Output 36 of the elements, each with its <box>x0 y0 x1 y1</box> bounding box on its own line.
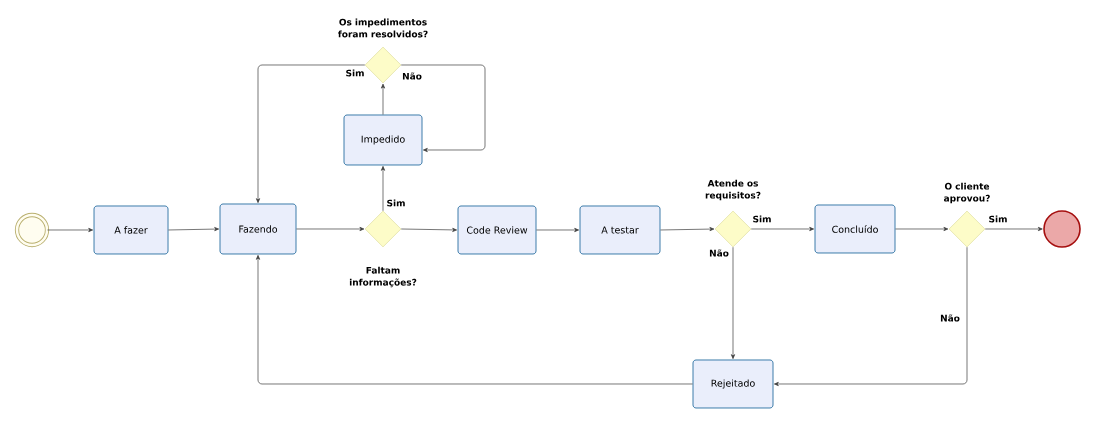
question-label: Os impedimentos foram resolvidos? <box>338 18 428 38</box>
arrow <box>380 166 386 212</box>
arrow <box>47 227 93 233</box>
arrow <box>750 226 814 232</box>
arrow <box>536 227 579 233</box>
edge-label: Sim <box>751 214 773 224</box>
task-box: Concluído <box>814 204 896 254</box>
task-box: A testar <box>579 205 661 255</box>
arrow <box>400 227 457 232</box>
task-box: Fazendo <box>219 203 297 255</box>
arrow <box>774 246 968 387</box>
arrow <box>730 246 736 359</box>
question-label: Atende os requisitos? <box>705 179 761 201</box>
task-box: Impedido <box>343 114 423 166</box>
edge-label: Sim <box>987 214 1009 224</box>
edge-label: Não <box>939 313 961 323</box>
question-label: Faltam informações? <box>349 266 417 288</box>
start-event-circle <box>14 212 50 248</box>
question-label: O cliente aprovou? <box>944 182 990 204</box>
task-box: Rejeitado <box>692 359 774 409</box>
task-box: Code Review <box>457 205 537 255</box>
arrow <box>255 64 366 203</box>
arrow <box>400 64 486 153</box>
arrow <box>168 227 219 232</box>
task-box: A fazer <box>93 205 169 255</box>
edge-label: Não <box>401 71 423 81</box>
edge-label: Não <box>708 248 730 258</box>
edge-label: Sim <box>385 198 407 208</box>
arrow <box>895 226 949 232</box>
arrow <box>255 255 693 385</box>
edge-label: Sim <box>344 68 366 78</box>
end-event-circle <box>1043 210 1081 248</box>
arrow <box>296 226 365 232</box>
arrow <box>380 83 386 115</box>
arrow <box>660 227 715 232</box>
arrow <box>984 226 1043 232</box>
